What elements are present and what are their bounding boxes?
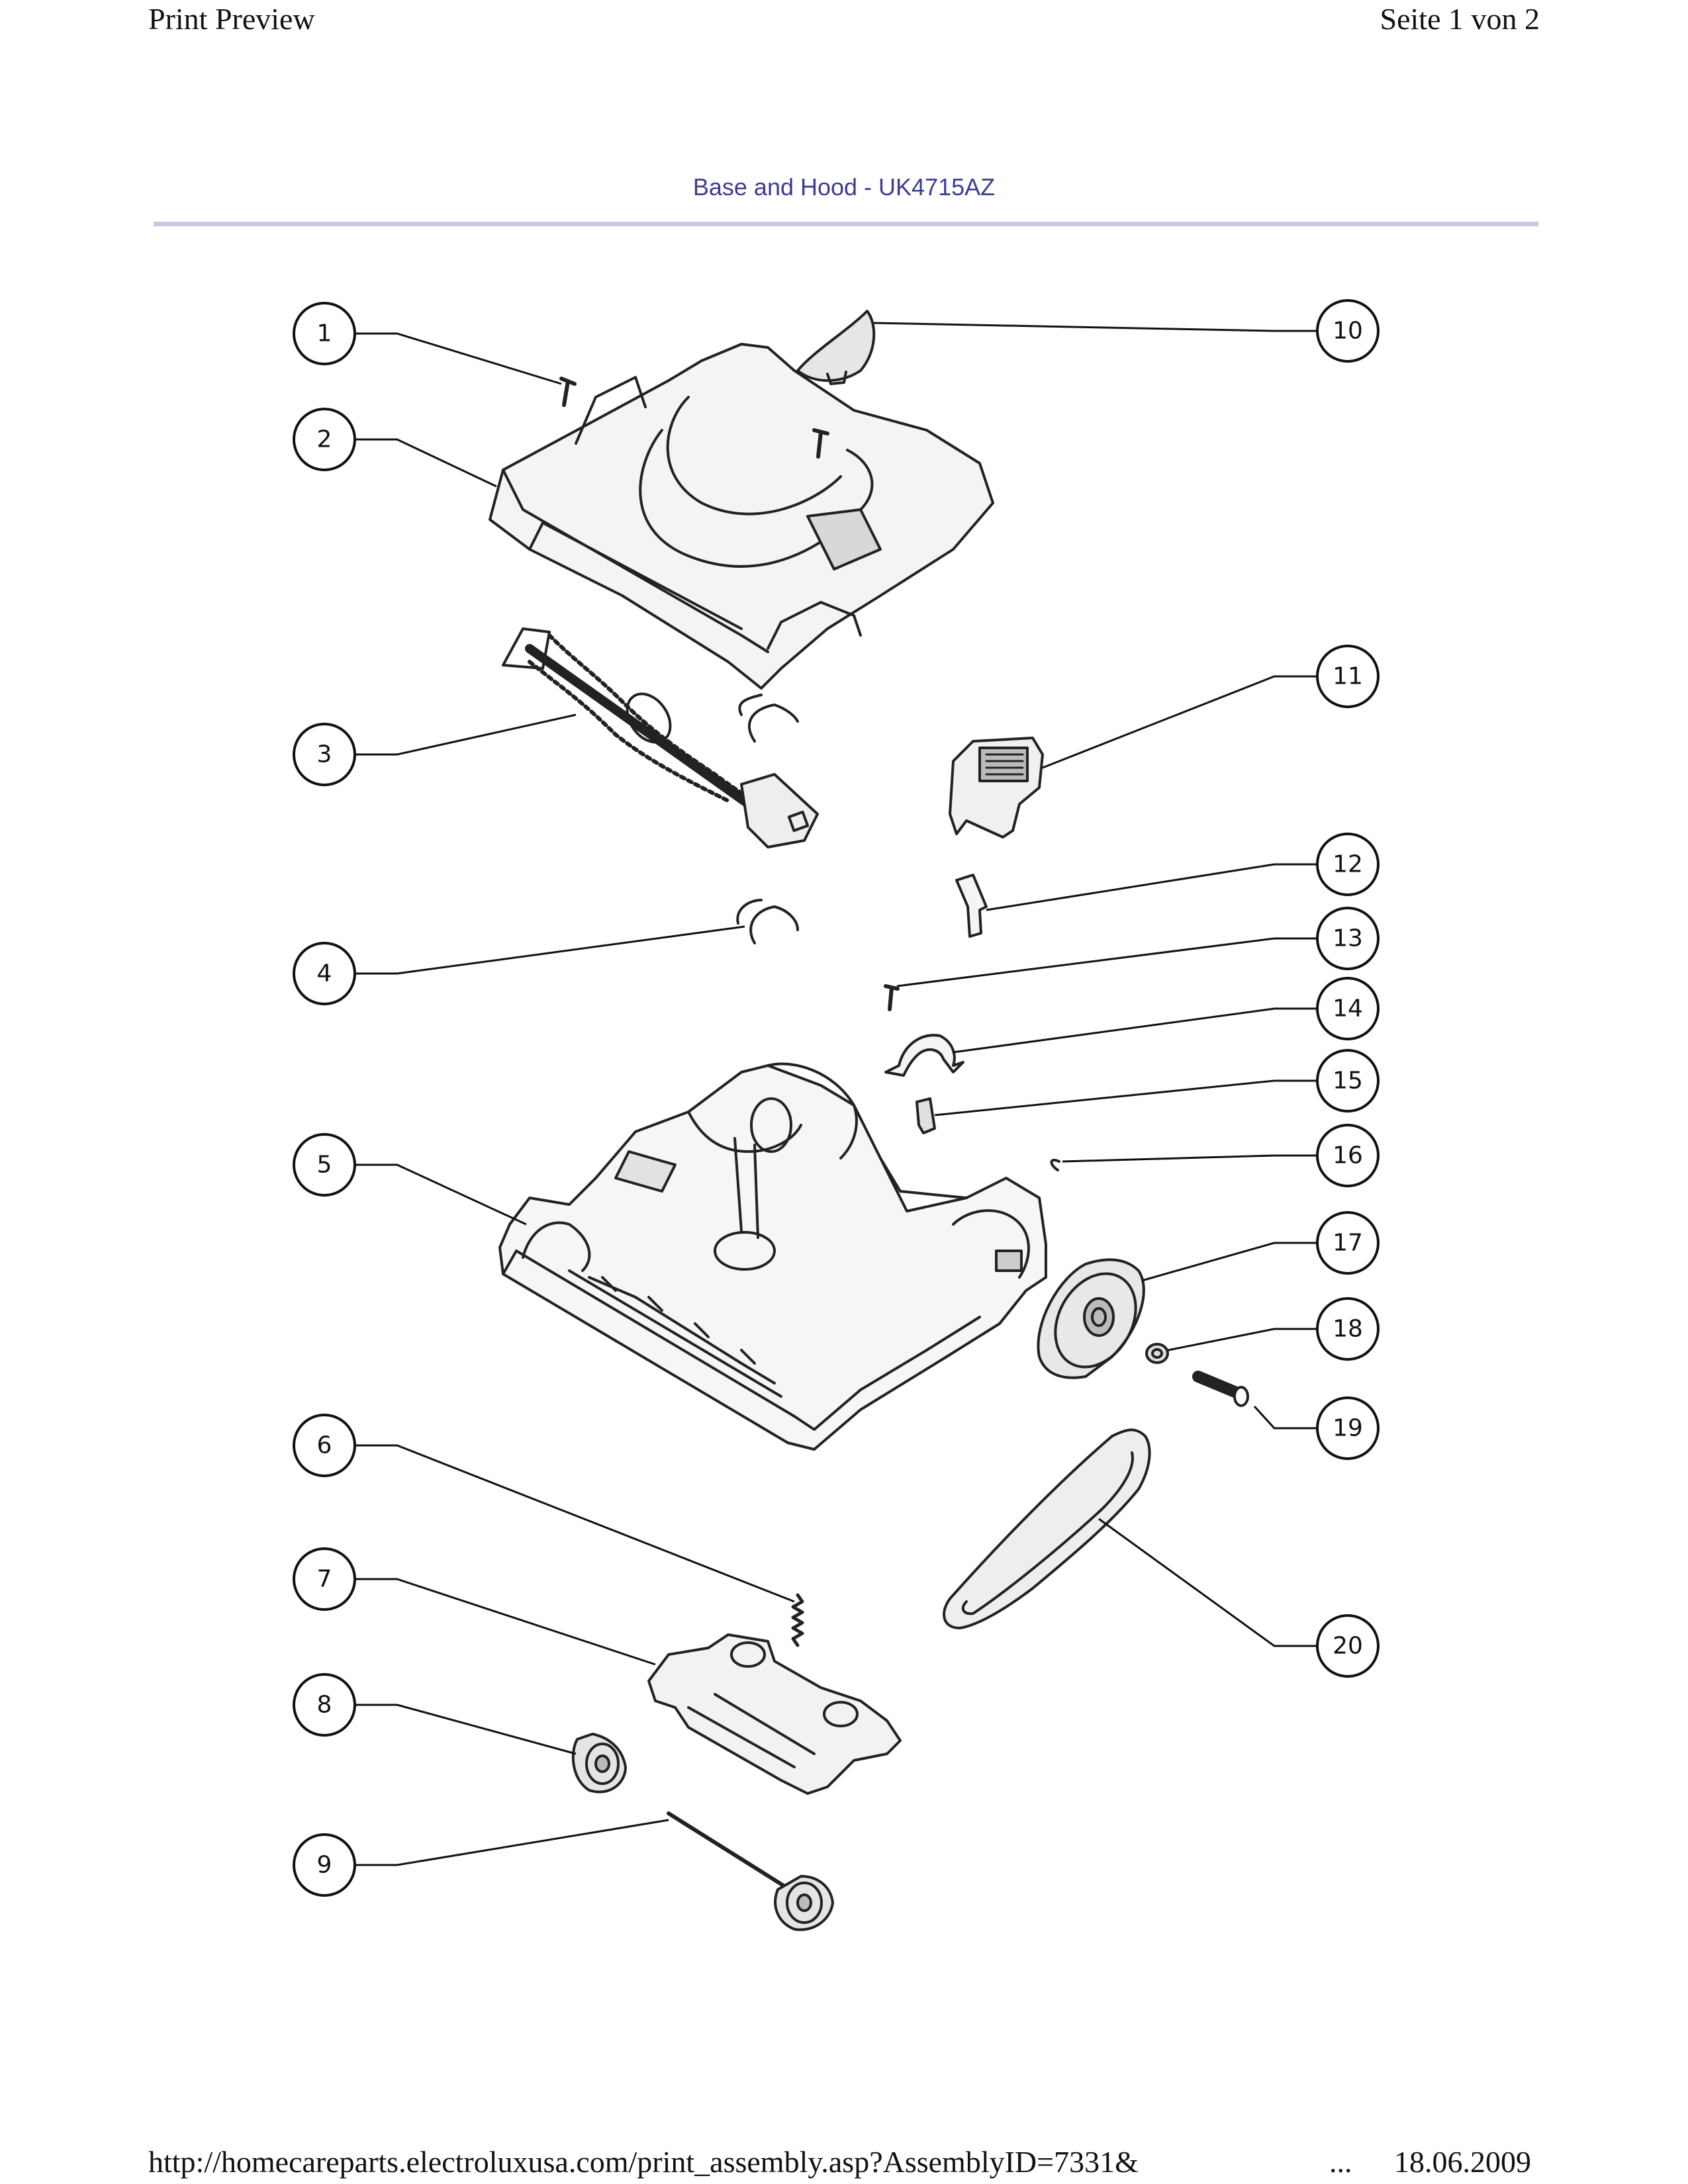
assembly-title: Base and Hood - UK4715AZ — [692, 173, 996, 201]
callout-label-16: 16 — [1333, 1142, 1363, 1169]
callout-label-17: 17 — [1333, 1230, 1363, 1257]
callout-circle-15 — [1316, 1049, 1380, 1113]
part-base — [498, 1062, 1047, 1451]
leader-1 — [355, 332, 562, 385]
part-caster-wheel — [571, 1733, 627, 1794]
callout-circle-20 — [1316, 1614, 1380, 1678]
part-retaining-ring — [1050, 1158, 1060, 1171]
callout-label-3: 3 — [317, 741, 332, 768]
leader-15 — [934, 1079, 1317, 1116]
callout-circle-6 — [293, 1414, 356, 1477]
part-bushing — [1145, 1343, 1169, 1364]
callout-circle-2 — [293, 408, 356, 471]
leader-lines — [355, 322, 1317, 1866]
part-bearings — [736, 899, 799, 944]
leader-3 — [355, 713, 577, 756]
callout-circle-19 — [1316, 1396, 1380, 1460]
part-brushroll — [502, 627, 819, 848]
leader-4 — [355, 925, 745, 975]
leader-19 — [1253, 1405, 1317, 1430]
callout-circle-5 — [293, 1133, 356, 1197]
part-hood-cover — [796, 310, 876, 385]
leader-10 — [873, 322, 1317, 332]
callout-circle-16 — [1316, 1124, 1380, 1187]
callout-label-18: 18 — [1333, 1316, 1363, 1343]
leader-12 — [986, 863, 1317, 911]
callout-circle-4 — [293, 942, 356, 1005]
leader-7 — [355, 1578, 656, 1666]
callout-circles — [293, 299, 1380, 1897]
callout-circle-9 — [293, 1833, 356, 1897]
callout-circle-14 — [1316, 977, 1380, 1040]
part-wheel — [1037, 1258, 1145, 1379]
callout-label-10: 10 — [1333, 318, 1363, 345]
part-actuator — [955, 874, 988, 938]
part-screw-1 — [559, 377, 577, 407]
callout-label-4: 4 — [317, 960, 332, 987]
leader-20 — [1098, 1518, 1317, 1647]
part-belt — [943, 1428, 1151, 1629]
callout-circle-12 — [1316, 833, 1380, 896]
callout-label-14: 14 — [1333, 995, 1363, 1023]
callout-circle-11 — [1316, 645, 1380, 708]
callout-label-2: 2 — [317, 426, 332, 453]
source-url: http://homecareparts.electroluxusa.com/p… — [148, 2145, 1139, 2179]
part-switch-housing — [949, 737, 1044, 839]
callout-circle-18 — [1316, 1297, 1380, 1361]
title-divider — [154, 222, 1538, 226]
leader-17 — [1141, 1242, 1317, 1282]
leader-9 — [355, 1819, 669, 1866]
leader-2 — [355, 438, 497, 488]
callout-circle-7 — [293, 1547, 356, 1611]
leader-6 — [355, 1444, 795, 1603]
callout-label-7: 7 — [317, 1566, 332, 1593]
part-axle-pin — [1192, 1371, 1249, 1407]
callout-label-1: 1 — [317, 320, 332, 347]
leader-5 — [355, 1163, 527, 1226]
page-counter: Seite 1 von 2 — [1380, 2, 1540, 36]
callout-label-20: 20 — [1333, 1633, 1363, 1660]
part-hood-screw — [812, 428, 829, 459]
callout-circle-1 — [293, 302, 356, 365]
callout-label-11: 11 — [1333, 663, 1363, 690]
leader-16 — [1062, 1154, 1317, 1163]
part-caster-bracket — [647, 1633, 902, 1795]
callout-label-15: 15 — [1333, 1068, 1363, 1095]
leader-13 — [896, 937, 1317, 987]
part-hood — [489, 343, 994, 690]
callout-circle-17 — [1316, 1211, 1380, 1275]
callout-label-13: 13 — [1333, 925, 1363, 952]
callout-label-12: 12 — [1333, 851, 1363, 878]
callout-label-5: 5 — [317, 1152, 332, 1179]
part-clip — [884, 1034, 964, 1077]
callout-circle-13 — [1316, 907, 1380, 970]
part-screw-13 — [884, 984, 900, 1011]
leader-14 — [953, 1007, 1317, 1054]
part-spring — [791, 1593, 804, 1647]
callout-label-9: 9 — [317, 1852, 332, 1879]
callout-circle-10 — [1316, 299, 1380, 363]
print-preview-label: Print Preview — [148, 2, 315, 36]
leader-18 — [1168, 1328, 1317, 1351]
callout-label-19: 19 — [1333, 1415, 1363, 1442]
part-caster-axle — [667, 1811, 834, 1931]
callout-circle-3 — [293, 723, 356, 786]
leader-8 — [355, 1704, 577, 1755]
callout-label-6: 6 — [317, 1432, 332, 1459]
print-date: 18.06.2009 — [1394, 2145, 1531, 2179]
callout-circle-8 — [293, 1673, 356, 1737]
leader-11 — [1042, 675, 1317, 769]
part-latch — [915, 1097, 936, 1134]
part-brush-bearing-upper — [738, 694, 799, 743]
callout-label-8: 8 — [317, 1692, 332, 1719]
url-ellipsis: ... — [1329, 2145, 1352, 2179]
